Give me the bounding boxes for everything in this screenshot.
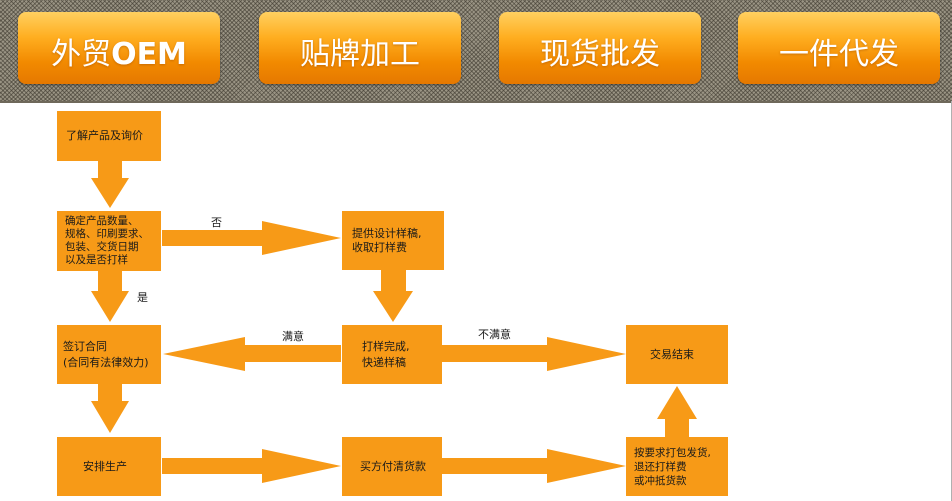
arrow-ship-to-deal-end — [657, 386, 697, 437]
tab-wholesale[interactable]: 现货批发 — [499, 12, 701, 84]
flow-arrows — [91, 160, 697, 483]
edge-label-no: 否 — [211, 216, 222, 229]
edge-label-not-satisfied: 不满意 — [478, 328, 511, 341]
node-contract-text: 签订合同 (合同有法律效力) — [63, 339, 149, 369]
arrow-payment-to-ship — [441, 449, 626, 483]
node-buyer-pays: 买方付清货款 — [342, 437, 442, 496]
arrow-contract-to-production — [91, 383, 129, 433]
tab-oem-label: 外贸 — [51, 37, 112, 72]
node-confirm: 确定产品数量、 规格、印刷要求、 包装、交货日期 以及是否打样 — [57, 211, 161, 271]
node-deal-end-text: 交易结束 — [650, 347, 694, 361]
tab-private-label[interactable]: 贴牌加工 — [259, 12, 461, 84]
node-ship-text: 按要求打包发货, 退还打样费 或冲抵货款 — [634, 446, 711, 487]
arrow-confirm-to-contract — [91, 271, 129, 322]
tab-oem-latin: OEM — [111, 37, 187, 72]
arrow-production-to-payment — [162, 449, 341, 483]
tab-oem[interactable]: 外贸OEM — [18, 12, 220, 84]
node-inquiry-text: 了解产品及询价 — [66, 129, 143, 142]
node-contract: 签订合同 (合同有法律效力) — [57, 325, 161, 384]
node-inquiry: 了解产品及询价 — [57, 111, 161, 161]
arrow-sample-to-deal-end — [441, 337, 626, 371]
node-production-text: 安排生产 — [83, 459, 127, 473]
tab-wholesale-label: 现货批发 — [540, 37, 660, 72]
node-ship: 按要求打包发货, 退还打样费 或冲抵货款 — [626, 437, 728, 496]
arrow-confirm-to-design — [162, 221, 341, 255]
node-deal-end: 交易结束 — [626, 325, 728, 384]
header-banner: 外贸OEM 贴牌加工 现货批发 一件代发 — [0, 0, 952, 103]
node-production: 安排生产 — [57, 437, 161, 496]
node-confirm-text: 确定产品数量、 规格、印刷要求、 包装、交货日期 以及是否打样 — [65, 215, 149, 266]
node-design-text: 提供设计样稿, 收取打样费 — [352, 226, 422, 254]
node-buyer-pays-text: 买方付清货款 — [360, 459, 426, 473]
arrow-inquiry-to-confirm — [91, 160, 129, 208]
tab-dropship-label: 一件代发 — [779, 37, 899, 72]
node-design: 提供设计样稿, 收取打样费 — [342, 211, 444, 270]
edge-label-satisfied: 满意 — [282, 330, 304, 343]
edge-label-yes: 是 — [137, 291, 148, 304]
tab-private-label-label: 贴牌加工 — [300, 37, 420, 72]
node-sample-done-text: 打样完成, 快递样稿 — [362, 339, 410, 369]
tab-dropship[interactable]: 一件代发 — [738, 12, 940, 84]
arrow-sample-to-contract — [163, 337, 341, 371]
process-flow-diagram: 了解产品及询价 确定产品数量、 规格、印刷要求、 包装、交货日期 以及是否打样 … — [0, 103, 952, 501]
arrow-design-to-sample — [373, 270, 413, 322]
node-sample-done: 打样完成, 快递样稿 — [342, 325, 442, 384]
